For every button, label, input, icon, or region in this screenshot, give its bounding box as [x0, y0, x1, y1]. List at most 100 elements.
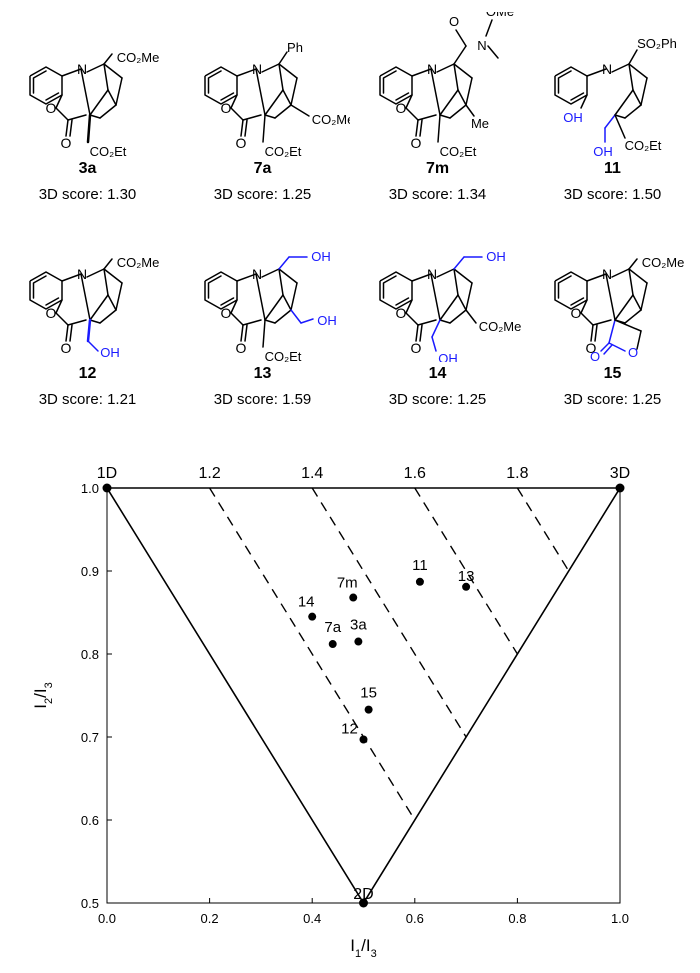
- ester-group: CO₂Me: [312, 112, 350, 127]
- sulfonyl-group: SO₂Ph: [637, 36, 677, 51]
- ring-nitrogen: N: [427, 266, 437, 282]
- methoxy-group: OMe: [486, 12, 514, 19]
- compound-card-7m: OONONOMeCO₂EtMe7m3D score: 1.34: [350, 12, 525, 227]
- point-label: 12: [341, 720, 358, 737]
- compound-score: 3D score: 1.25: [350, 391, 525, 408]
- structure-drawing: OONONOMeCO₂EtMe: [379, 12, 514, 157]
- compound-id: 7m: [425, 160, 450, 177]
- ester-group: CO₂Me: [117, 50, 160, 65]
- score-label: 3D score:: [388, 391, 458, 408]
- alcohol-oh: OH: [100, 345, 120, 360]
- ring-oxygen: O: [571, 305, 582, 321]
- isoline-label: 1.8: [506, 465, 528, 482]
- alcohol-oh: OH: [486, 249, 506, 264]
- ester-group: CO₂Et: [265, 349, 302, 362]
- compound-id: 13: [253, 365, 272, 382]
- ring-nitrogen: N: [252, 266, 262, 282]
- y-tick-label: 0.9: [81, 564, 99, 579]
- isoline-1.6: [414, 487, 518, 655]
- x-tick-label: 0.0: [98, 911, 116, 926]
- alcohol-oh: OH: [593, 144, 613, 157]
- data-point-7a: [328, 640, 337, 649]
- data-point-12: [359, 735, 368, 744]
- x-tick-label: 0.4: [303, 911, 321, 926]
- ring-nitrogen: N: [602, 266, 612, 282]
- score-value: 1.30: [107, 186, 137, 203]
- point-label: 7m: [337, 575, 358, 592]
- ester-group: CO₂Me: [117, 255, 160, 270]
- y-tick-label: 1.0: [81, 481, 99, 496]
- point-label: 11: [412, 557, 428, 574]
- ring-oxygen: O: [396, 100, 407, 116]
- ester-group: CO₂Et: [265, 144, 302, 157]
- data-point-11: [415, 577, 424, 586]
- structure-bonds: OONONOMeCO₂EtMe: [379, 12, 514, 157]
- score-label: 3D score:: [38, 186, 108, 203]
- score-label: 3D score:: [563, 186, 633, 203]
- compound-score: 3D score: 1.25: [175, 186, 350, 203]
- phenol-oh: OH: [563, 110, 583, 125]
- ester-group: CO₂Et: [625, 138, 662, 153]
- score-value: 1.25: [282, 186, 312, 203]
- score-label: 3D score:: [213, 391, 283, 408]
- ester-group: CO₂Et: [440, 144, 477, 157]
- alcohol-oh: OH: [311, 249, 331, 264]
- isoline-label: 1.4: [301, 465, 323, 482]
- point-label: 3a: [350, 617, 367, 634]
- compound-score: 3D score: 1.25: [525, 391, 700, 408]
- point-label: 7a: [324, 619, 341, 636]
- phenyl-group: Ph: [287, 40, 303, 55]
- x-tick-label: 0.2: [201, 911, 219, 926]
- carbonyl-oxygen: O: [586, 340, 597, 356]
- methyl-group: Me: [471, 116, 489, 131]
- score-label: 3D score:: [563, 391, 633, 408]
- compound-score: 3D score: 1.50: [525, 186, 700, 203]
- vertex-1D: [102, 483, 112, 493]
- data-point-15: [364, 705, 373, 714]
- y-axis-label: I2/I3: [31, 682, 55, 708]
- vertex-label: 2D: [353, 886, 373, 903]
- ring-nitrogen: N: [252, 61, 262, 77]
- data-point-3a: [354, 637, 363, 646]
- score-value: 1.25: [632, 391, 662, 408]
- ring-oxygen: O: [221, 305, 232, 321]
- score-label: 3D score:: [388, 186, 458, 203]
- carbonyl-oxygen: O: [411, 135, 422, 151]
- carbonyl-oxygen: O: [236, 135, 247, 151]
- compound-score: 3D score: 1.21: [0, 391, 175, 408]
- vertex-3D: [615, 483, 625, 493]
- compound-score: 3D score: 1.59: [175, 391, 350, 408]
- compound-id: 12: [78, 365, 97, 382]
- compound-id: 15: [603, 365, 622, 382]
- compound-score: 3D score: 1.34: [350, 186, 525, 203]
- isoline-label: 1.6: [404, 465, 426, 482]
- isoline-1.8: [516, 487, 570, 572]
- ring-oxygen: O: [221, 100, 232, 116]
- vertex-label: 3D: [610, 465, 630, 482]
- isoline-label: 1.2: [198, 465, 220, 482]
- alcohol-oh: OH: [438, 351, 458, 362]
- score-value: 1.21: [107, 391, 137, 408]
- compound-id: 3a: [78, 160, 97, 177]
- carbonyl-oxygen: O: [411, 340, 422, 356]
- carbonyl-oxygen: O: [236, 340, 247, 356]
- amide-oxygen: O: [449, 14, 459, 29]
- ring-nitrogen: N: [427, 61, 437, 77]
- data-point-14: [308, 612, 317, 621]
- score-value: 1.34: [457, 186, 487, 203]
